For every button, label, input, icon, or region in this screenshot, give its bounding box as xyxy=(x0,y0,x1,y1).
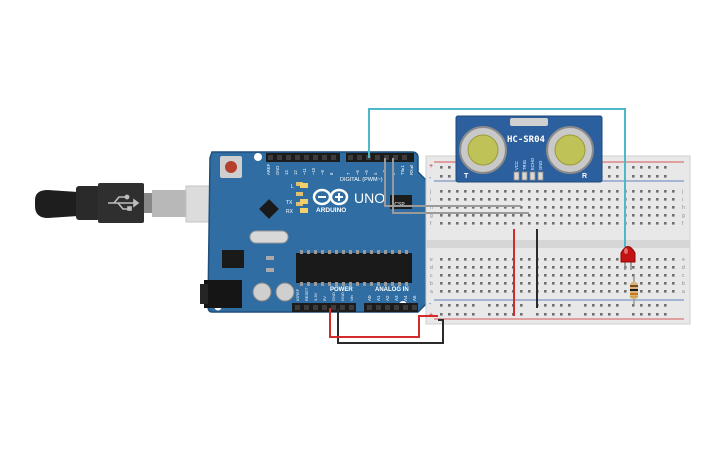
sensor-pin-label: TRIG xyxy=(522,160,527,170)
arduino-logo-icon xyxy=(312,188,349,206)
led-tx-label: TX xyxy=(286,200,293,206)
sensor-pin-label: ECHO xyxy=(530,157,535,170)
row-letter: a xyxy=(430,289,433,295)
reset-button[interactable] xyxy=(220,156,242,178)
capacitor xyxy=(275,282,295,302)
wire-signal-gray[interactable] xyxy=(384,158,529,214)
power-pin-labels: IOREF RESET 3.3V 5V GND GND Vin xyxy=(295,287,354,301)
analog-pin-label: A1 xyxy=(376,295,381,301)
usb-icon xyxy=(108,194,140,211)
rail-minus-label: - xyxy=(429,175,432,182)
sensor-pin-label: GND xyxy=(538,161,543,170)
row-letter: i xyxy=(682,197,683,203)
row-letter: d xyxy=(430,265,433,271)
wire-gnd-black[interactable] xyxy=(337,229,538,344)
digital-header[interactable] xyxy=(266,153,414,162)
row-letter: h xyxy=(682,205,685,211)
microcontroller-chip xyxy=(296,250,412,286)
row-letter: g xyxy=(682,213,685,219)
digital-pin-label: 4 xyxy=(373,172,378,175)
digital-pin-label: 8 xyxy=(329,172,334,175)
wire-led-cyan[interactable] xyxy=(368,108,626,247)
power-pin-label: GND xyxy=(340,292,345,301)
analog-label: ANALOG IN xyxy=(375,287,409,293)
digital-pin-label: ~5 xyxy=(364,170,369,175)
digital-pin-label: TX▸1 xyxy=(400,165,405,175)
led-l-label: L xyxy=(291,184,294,190)
row-letter: f xyxy=(682,221,684,227)
transducer-right xyxy=(546,126,594,174)
red-led[interactable] xyxy=(620,246,636,271)
power-jack[interactable] xyxy=(200,280,242,308)
row-letter: b xyxy=(430,281,433,287)
analog-pin-labels: A0 A1 A2 A3 A4 A5 xyxy=(367,295,417,301)
brand-label: ARDUINO xyxy=(316,207,346,214)
wire-5v-red[interactable] xyxy=(329,229,515,338)
digital-pin-label: ~10 xyxy=(311,167,316,175)
digital-pin-label: RX◂0 xyxy=(409,164,414,175)
digital-pin-label: AREF xyxy=(266,163,271,175)
analog-pin-label: A4 xyxy=(403,295,408,301)
digital-pin-label: ~9 xyxy=(320,170,325,175)
power-header[interactable] xyxy=(292,303,418,312)
row-letter: a xyxy=(682,289,685,295)
digital-pin-label: ~6 xyxy=(355,170,360,175)
row-letter: g xyxy=(430,213,433,219)
resistor[interactable] xyxy=(630,276,638,305)
sensor-corner-right: R xyxy=(582,173,587,180)
sensor-label: HC-SR04 xyxy=(507,135,546,145)
sensor-pins[interactable] xyxy=(513,171,544,181)
analog-pin-label: A2 xyxy=(385,295,390,301)
row-letter: e xyxy=(682,257,685,263)
power-pin-label: 3.3V xyxy=(313,292,318,301)
row-letter: i xyxy=(430,197,431,203)
digital-pin-label: 12 xyxy=(293,170,298,175)
power-pin-label: 5V xyxy=(322,296,327,301)
digital-label: DIGITAL (PWM~) xyxy=(340,177,383,183)
row-letter: d xyxy=(682,265,685,271)
analog-pin-label: A0 xyxy=(367,295,372,301)
power-pin-label: IOREF xyxy=(295,288,300,301)
rail-minus-label: - xyxy=(429,301,432,308)
digital-pin-label: 7 xyxy=(346,172,351,175)
sensor-corner-left: T xyxy=(464,173,469,180)
row-letter: c xyxy=(682,273,685,279)
digital-pin-label: GND xyxy=(275,166,280,175)
digital-pin-label: ~11 xyxy=(302,168,307,175)
voltage-regulator xyxy=(222,250,244,268)
analog-pin-label: A5 xyxy=(412,295,417,301)
analog-pin-label: A3 xyxy=(394,295,399,301)
power-pin-label: RESET xyxy=(304,287,309,301)
row-letter: f xyxy=(430,221,432,227)
row-letter: j xyxy=(429,189,431,195)
mounting-hole xyxy=(254,153,262,161)
power-pin-label: Vin xyxy=(349,295,354,301)
capacitor xyxy=(252,282,272,302)
usb-chip xyxy=(259,199,279,219)
row-letter: h xyxy=(430,205,433,211)
row-letter: e xyxy=(430,257,433,263)
row-letter: c xyxy=(430,273,433,279)
transducer-left xyxy=(459,126,507,174)
power-pin-label: GND xyxy=(331,292,336,301)
row-letter: j xyxy=(681,189,683,195)
row-letter: b xyxy=(682,281,685,287)
digital-pin-label: 13 xyxy=(284,170,289,175)
sensor-pin-label: VCC xyxy=(514,161,519,170)
crystal xyxy=(249,230,289,244)
led-rx-label: RX xyxy=(286,209,294,215)
rail-plus-label: + xyxy=(429,163,433,170)
power-label: POWER xyxy=(330,287,353,293)
board-name: UNO xyxy=(354,190,385,206)
